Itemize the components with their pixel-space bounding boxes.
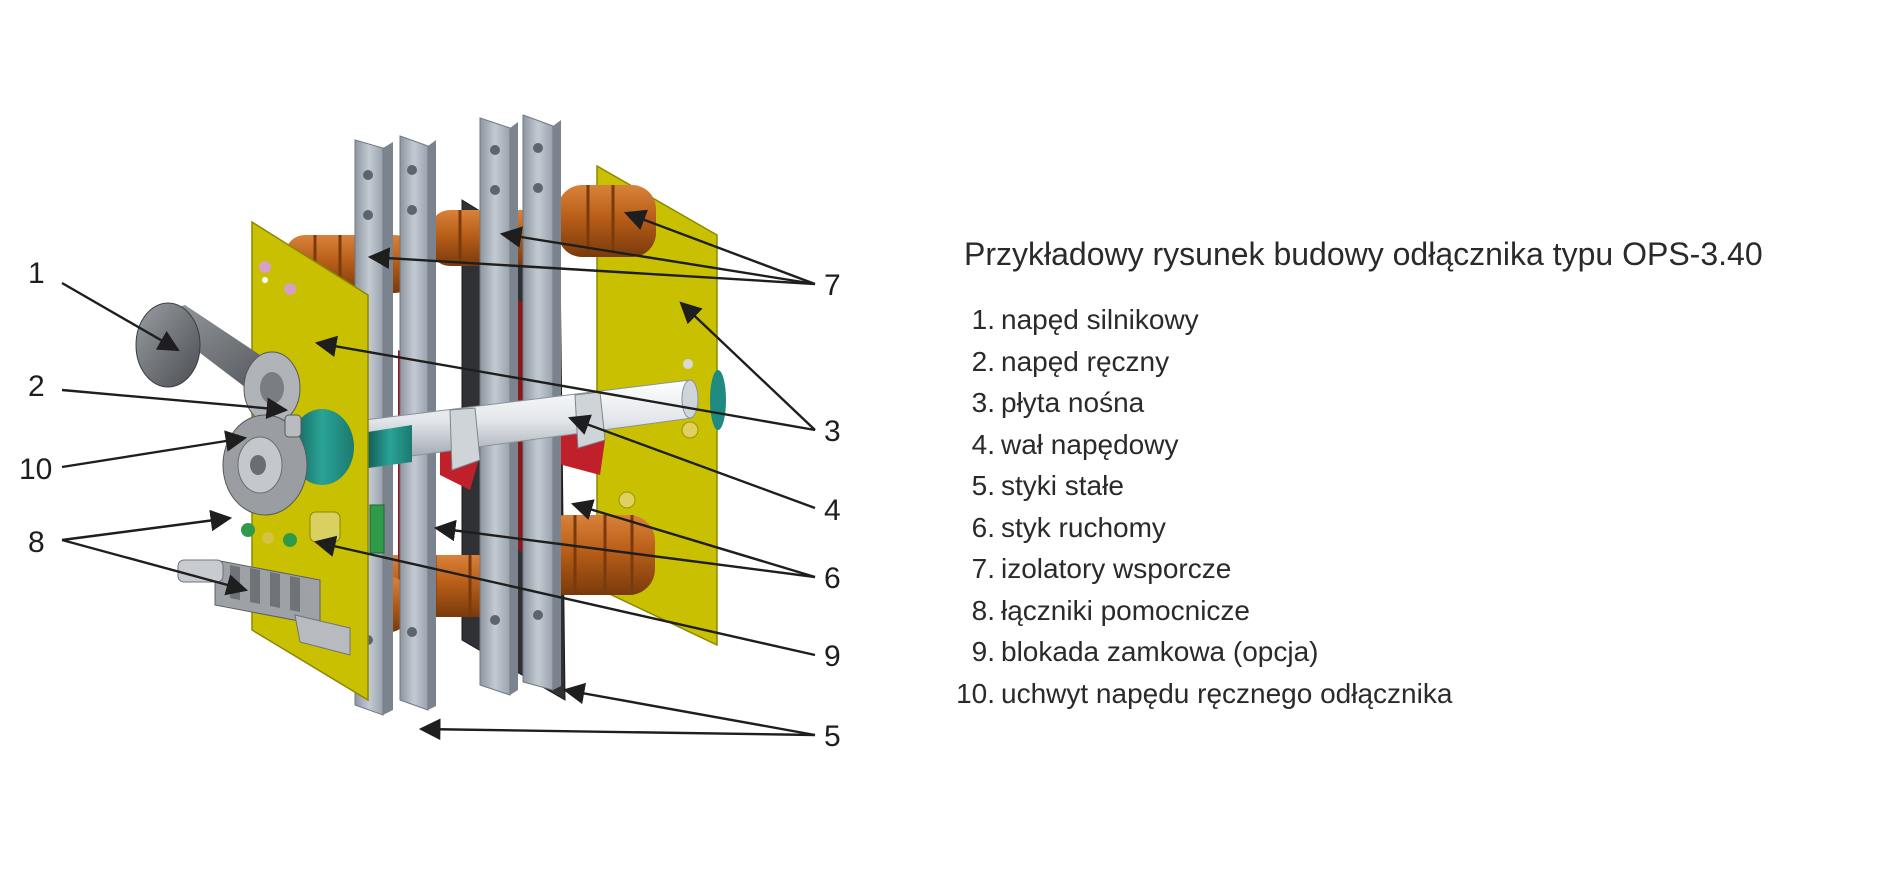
- callout-6: 6: [824, 562, 841, 595]
- legend-number: 7.: [971, 553, 995, 584]
- legend-number: 5.: [971, 470, 995, 501]
- leader-5a: [562, 682, 816, 737]
- legend-label: napęd ręczny: [1001, 345, 1170, 377]
- legend-title: Przykładowy rysunek budowy odłącznika ty…: [964, 236, 1763, 272]
- legend-label: płyta nośna: [1001, 387, 1145, 418]
- legend-label: uchwyt napędu ręcznego odłącznika: [1001, 677, 1453, 709]
- legend-number: 10.: [956, 677, 995, 709]
- legend-label: blokada zamkowa (opcja): [1001, 636, 1319, 667]
- legend-label: izolatory wsporcze: [1001, 553, 1232, 584]
- leader-7a: [623, 209, 816, 286]
- legend-number: 6.: [971, 511, 995, 543]
- callout-5: 5: [824, 720, 841, 753]
- legend-item-5: 5.styki stałe: [940, 465, 1860, 507]
- legend-item-1: 1.napęd silnikowy: [940, 299, 1860, 341]
- legend-list: 1.napęd silnikowy 2.napęd ręczny 3.płyta…: [940, 299, 1860, 714]
- legend-label: wał napędowy: [1001, 428, 1179, 460]
- legend-item-4: 4.wał napędowy: [940, 424, 1860, 466]
- callout-8: 8: [28, 526, 45, 559]
- legend-item-2: 2.napęd ręczny: [940, 341, 1860, 383]
- legend-number: 2.: [971, 345, 995, 377]
- leader-5b: [418, 718, 816, 741]
- callout-4: 4: [824, 494, 841, 527]
- legend-item-7: 7.izolatory wsporcze: [940, 548, 1860, 590]
- legend-item-3: 3.płyta nośna: [940, 382, 1860, 424]
- leader-7b: [499, 226, 816, 286]
- equipment: [135, 114, 726, 716]
- legend-number: 1.: [971, 304, 995, 335]
- legend-item-10: 10.uchwyt napędu ręcznego odłącznika: [940, 673, 1860, 715]
- manual-drive: [222, 414, 308, 516]
- leader-6b: [433, 519, 816, 579]
- legend-item-6: 6.styk ruchomy: [940, 507, 1860, 549]
- lower-insulators: [360, 515, 655, 632]
- legend-label: styk ruchomy: [1001, 511, 1166, 543]
- leader-9: [313, 535, 816, 657]
- leader-lines: [61, 209, 816, 741]
- legend: Przykładowy rysunek budowy odłącznika ty…: [940, 236, 1860, 714]
- callout-7: 7: [824, 269, 841, 302]
- legend-item-9: 9.blokada zamkowa (opcja): [940, 631, 1860, 673]
- leader-3a: [679, 301, 816, 431]
- leader-10: [61, 430, 248, 469]
- key-interlock: [309, 504, 385, 554]
- legend-item-8: 8.łączniki pomocnicze: [940, 590, 1860, 632]
- leader-2: [61, 388, 289, 420]
- leader-8a: [61, 509, 233, 542]
- callout-numbers: 1 2 10 8 7 3 4 6 9 5: [19, 257, 841, 753]
- legend-label: łączniki pomocnicze: [1001, 594, 1250, 626]
- auxiliary-switches: [177, 523, 351, 656]
- leader-6a: [570, 499, 816, 579]
- callout-1: 1: [28, 257, 45, 290]
- leader-4: [567, 414, 816, 510]
- callout-9: 9: [824, 640, 841, 673]
- callout-10: 10: [19, 453, 52, 486]
- leader-3b: [314, 335, 816, 432]
- callout-3: 3: [824, 415, 841, 448]
- legend-number: 4.: [971, 428, 995, 460]
- callout-2: 2: [28, 370, 45, 403]
- leader-7c: [367, 247, 816, 286]
- leader-8b: [61, 538, 249, 596]
- leader-1: [61, 281, 180, 352]
- legend-label: styki stałe: [1001, 470, 1124, 501]
- legend-number: 9.: [971, 636, 995, 667]
- legend-label: napęd silnikowy: [1001, 304, 1199, 335]
- legend-number: 8.: [971, 594, 995, 626]
- legend-number: 3.: [971, 387, 995, 418]
